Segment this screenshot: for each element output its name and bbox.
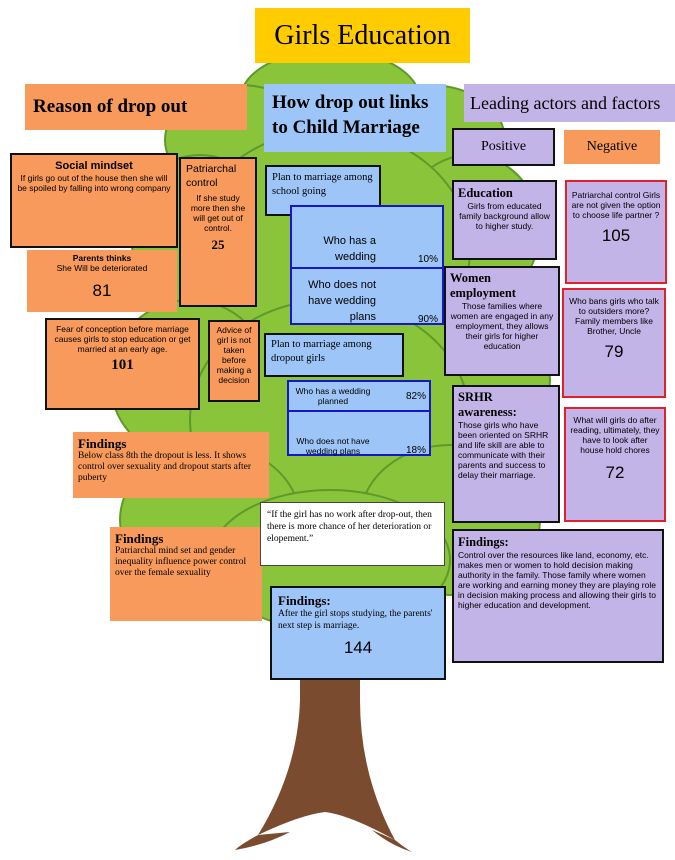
negative-box-2-text: Who bans girls who talk to outsiders mor… [569, 296, 659, 336]
column-header-left: Reason of drop out [25, 84, 247, 130]
dropout-row-2: Who does not have wedding plans 18% [289, 412, 429, 458]
school-row-2-label: Who does not have wedding plans [308, 279, 376, 323]
findings-left-2-text: Patriarchal mind set and gender inequali… [115, 546, 247, 578]
school-row-1: Who has a wedding 10% [292, 207, 442, 269]
findings-middle-text: After the girl stops studying, the paren… [278, 609, 433, 631]
findings-middle: Findings: After the girl stops studying,… [270, 586, 446, 680]
quote-text: “If the girl has no work after drop-out,… [267, 510, 432, 544]
dropout-row-2-label: Who does not have wedding plans [296, 436, 370, 456]
women-employment-text: Those families where women are engaged i… [450, 301, 554, 351]
negative-box-2-value: 79 [604, 342, 624, 361]
negative-box-3-text: What will girls do after reading, ultima… [570, 415, 660, 455]
negative-header-text: Negative [586, 139, 638, 154]
patriarchal-control-box: Patriarchal control If she study more th… [179, 157, 257, 307]
dropout-heading: Plan to marriage among dropout girls [271, 339, 372, 364]
dropout-row-1: Who has a wedding planned 82% [289, 382, 429, 412]
positive-header: Positive [452, 128, 555, 166]
findings-middle-heading: Findings: [278, 593, 331, 608]
advice-text: Advice of girl is not taken before makin… [216, 325, 252, 385]
education-text: Girls from educated family background al… [459, 201, 550, 231]
women-employment-box: Women employment Those families where wo… [444, 266, 560, 376]
school-going-table: Who has a wedding 10% Who does not have … [290, 205, 444, 325]
findings-right-text: Control over the resources like land, ec… [458, 550, 656, 610]
education-heading: Education [458, 186, 513, 200]
school-row-1-value: 10% [417, 254, 438, 265]
school-row-1-label: Who has a wedding [323, 235, 376, 263]
school-row-2-value: 90% [417, 314, 438, 325]
women-employment-heading: Women employment [450, 271, 516, 300]
column-header-middle: How drop out links to Child Marriage [264, 84, 446, 152]
findings-left-2-heading: Findings [115, 531, 164, 546]
column-header-middle-text: How drop out links to Child Marriage [272, 92, 429, 138]
dropout-table: Who has a wedding planned 82% Who does n… [287, 380, 431, 456]
social-mindset-text: If girls go out of the house then she wi… [17, 173, 171, 193]
negative-header: Negative [564, 130, 660, 164]
tree-trunk [258, 560, 395, 840]
negative-box-1-value: 105 [601, 226, 631, 245]
dropout-row-2-value: 18% [405, 445, 426, 456]
patriarchal-control-value: 25 [211, 237, 225, 252]
fear-conception-value: 101 [111, 357, 134, 373]
fear-conception-text: Fear of conception before marriage cause… [54, 324, 191, 354]
parents-think-heading: Parents thinks [72, 253, 132, 263]
srhr-box: SRHR awareness: Those girls who have bee… [452, 385, 560, 523]
school-going-heading: Plan to marriage among school going [272, 172, 373, 197]
srhr-text: Those girls who have been oriented on SR… [458, 420, 549, 480]
parents-think-text: She Will be deteriorated [56, 263, 148, 273]
education-box: Education Girls from educated family bac… [452, 180, 557, 260]
quote-box: “If the girl has no work after drop-out,… [260, 502, 445, 566]
positive-header-text: Positive [480, 139, 527, 154]
school-row-2: Who does not have wedding plans 90% [292, 269, 442, 327]
social-mindset-box: Social mindset If girls go out of the ho… [10, 153, 178, 248]
tree-root-left [235, 832, 290, 850]
patriarchal-control-heading: Patriarchal control [186, 163, 237, 189]
tree-root-right [372, 830, 412, 852]
negative-box-3-value: 72 [605, 463, 625, 482]
srhr-heading: SRHR awareness: [458, 390, 517, 419]
social-mindset-heading: Social mindset [55, 160, 133, 172]
fear-conception-box: Fear of conception before marriage cause… [45, 318, 200, 410]
dropout-row-1-label: Who has a wedding planned [295, 386, 371, 406]
page-title: Girls Education [255, 8, 470, 63]
column-header-left-text: Reason of drop out [33, 96, 188, 117]
negative-box-1: Patriarchal control Girls are not given … [565, 180, 667, 284]
findings-left-1-text: Below class 8th the dropout is less. It … [78, 451, 252, 483]
negative-box-3: What will girls do after reading, ultima… [564, 407, 666, 522]
column-header-right: Leading actors and factors [464, 84, 675, 122]
page-title-text: Girls Education [274, 19, 451, 51]
negative-box-2: Who bans girls who talk to outsiders mor… [562, 288, 666, 398]
column-header-right-text: Leading actors and factors [470, 92, 661, 113]
advice-box: Advice of girl is not taken before makin… [208, 320, 260, 402]
findings-middle-value: 144 [343, 638, 373, 657]
dropout-row-1-value: 82% [405, 390, 426, 402]
findings-right-heading: Findings: [458, 535, 509, 549]
dropout-heading-box: Plan to marriage among dropout girls [264, 333, 404, 377]
parents-think-value: 81 [92, 281, 112, 300]
parents-think-box: Parents thinks She Will be deteriorated … [27, 250, 177, 312]
patriarchal-control-text: If she study more then she will get out … [190, 193, 246, 233]
findings-left-2: Findings Patriarchal mind set and gender… [110, 527, 262, 621]
negative-box-1-text: Patriarchal control Girls are not given … [571, 190, 661, 220]
findings-left-1: Findings Below class 8th the dropout is … [73, 432, 269, 498]
findings-left-1-heading: Findings [78, 436, 127, 451]
findings-right: Findings: Control over the resources lik… [452, 529, 664, 663]
